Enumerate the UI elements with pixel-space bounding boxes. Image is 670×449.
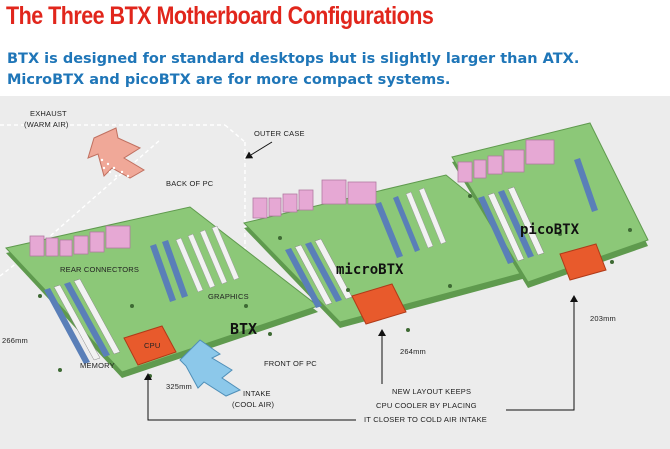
microbtx-cpu bbox=[351, 283, 407, 325]
btx-rear-connectors bbox=[29, 225, 131, 257]
subtitle-line-1: BTX is designed for standard desktops bu… bbox=[7, 51, 580, 67]
memory-label: MEMORY bbox=[80, 361, 115, 370]
back-of-pc-label: BACK OF PC bbox=[166, 179, 214, 188]
btx-length-dimension: 325mm bbox=[166, 382, 192, 391]
microbtx-label: microBTX bbox=[336, 262, 404, 278]
page-title: The Three BTX Motherboard Configurations bbox=[6, 2, 434, 30]
btx-label: BTX bbox=[230, 320, 257, 338]
picobtx-cpu bbox=[559, 243, 607, 281]
picobtx-label: picoBTX bbox=[520, 222, 580, 238]
btx-board bbox=[5, 206, 320, 378]
btx-width-dimension: 266mm bbox=[2, 336, 28, 345]
microbtx-dimension: 264mm bbox=[400, 347, 426, 356]
graphics-label: GRAPHICS bbox=[208, 292, 249, 301]
picobtx-expansion-slot bbox=[574, 158, 598, 212]
diagram-panel: EXHAUST (WARM AIR) OUTER CASE BACK OF PC… bbox=[0, 96, 670, 449]
outer-case-label: OUTER CASE bbox=[254, 129, 305, 138]
rear-connectors-label: REAR CONNECTORS bbox=[60, 265, 139, 274]
btx-cpu bbox=[123, 325, 177, 366]
microbtx-memory-slots bbox=[285, 238, 353, 308]
intake-label: INTAKE bbox=[243, 389, 271, 398]
note-line-2: CPU COOLER BY PLACING bbox=[376, 401, 477, 410]
exhaust-arrow bbox=[87, 127, 145, 179]
note-line-3: IT CLOSER TO COLD AIR INTAKE bbox=[364, 415, 487, 424]
picobtx-memory-slots bbox=[478, 186, 545, 264]
microbtx-board bbox=[243, 174, 558, 332]
picobtx-rear-connectors bbox=[457, 139, 555, 183]
microbtx-rear-connectors bbox=[252, 179, 377, 219]
picobtx-dimension: 203mm bbox=[590, 314, 616, 323]
exhaust-sub-label: (WARM AIR) bbox=[24, 120, 69, 129]
microbtx-expansion-slots bbox=[375, 187, 447, 258]
exhaust-label: EXHAUST bbox=[30, 109, 67, 118]
btx-memory-slots bbox=[44, 278, 121, 364]
subtitle-line-2: MicroBTX and picoBTX are for more compac… bbox=[7, 72, 451, 88]
picobtx-board bbox=[451, 122, 649, 288]
header: The Three BTX Motherboard Configurations… bbox=[0, 0, 670, 96]
note-line-1: NEW LAYOUT KEEPS bbox=[392, 387, 471, 396]
intake-arrow bbox=[179, 339, 242, 397]
btx-diagram: EXHAUST (WARM AIR) OUTER CASE BACK OF PC… bbox=[0, 109, 649, 424]
cpu-label: CPU bbox=[144, 341, 160, 350]
btx-expansion-slots bbox=[150, 225, 240, 302]
intake-sub-label: (COOL AIR) bbox=[232, 400, 274, 409]
front-of-pc-label: FRONT OF PC bbox=[264, 359, 317, 368]
note-pointer-lines bbox=[144, 295, 578, 421]
